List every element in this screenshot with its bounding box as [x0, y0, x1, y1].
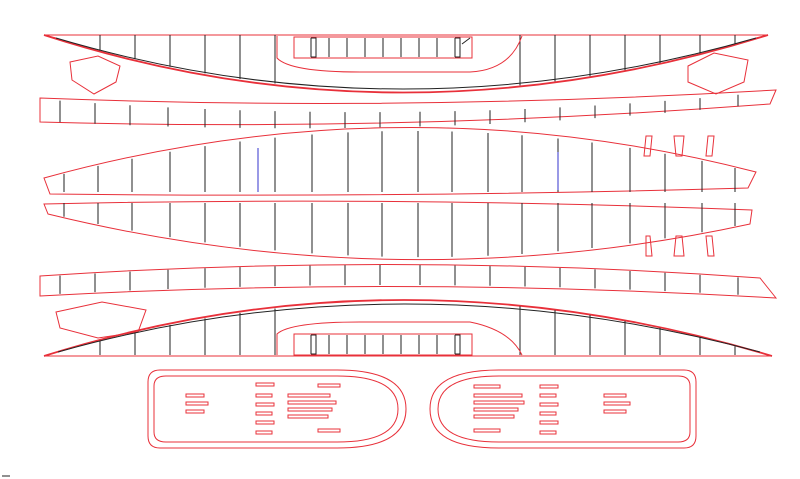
small-tabs: [643, 135, 715, 257]
deck-slot: [255, 430, 273, 435]
deck-slot: [473, 400, 525, 405]
hexagon-outline: [69, 55, 121, 95]
deck-slot: [539, 430, 557, 435]
tab-outline: [705, 135, 715, 157]
deck-slot: [317, 428, 341, 433]
bottom-hull-panel: [43, 299, 773, 357]
lens-outline: [43, 200, 753, 261]
gunwale-outline: [39, 89, 777, 126]
deck-slot: [255, 382, 275, 387]
deck-slot: [539, 411, 557, 416]
deck-slot: [185, 409, 205, 414]
gunwale-outline: [39, 263, 778, 299]
bottom-hull-curve-outer: [43, 299, 773, 357]
deck-slot: [287, 400, 337, 405]
deck-slot: [287, 414, 329, 419]
left-deck-plate: [147, 369, 407, 449]
deck-slot: [539, 402, 559, 407]
hexagon-outline: [687, 52, 749, 95]
bottom-slot-strip: [293, 333, 473, 356]
top-hull-curve-inner: [55, 37, 757, 90]
deck-slot: [473, 428, 501, 433]
tab-outline: [645, 235, 653, 257]
deck-slot: [539, 393, 557, 398]
deck-slot: [539, 384, 559, 389]
left-hexagon-top: [69, 55, 121, 95]
deck-outer-outline: [147, 369, 407, 449]
deck-slot: [185, 393, 205, 398]
bottom-hull-bay-outline: [276, 321, 523, 356]
deck-slot: [255, 402, 275, 407]
tab-outline: [643, 135, 653, 157]
slot-strip-slot: [311, 334, 317, 355]
deck-slot: [603, 401, 631, 406]
slot-strip-diagonal: [461, 37, 471, 45]
deck-slot: [287, 393, 331, 398]
lens-outline: [43, 126, 757, 196]
deck-slot: [603, 409, 627, 414]
deck-slot: [473, 407, 519, 412]
tab-outline: [673, 235, 685, 257]
lower-gunwale-strip: [39, 263, 778, 299]
deck-inner-outline: [153, 375, 399, 443]
deck-slot: [539, 420, 559, 425]
deck-slot: [473, 384, 501, 389]
top-hull-panel: [43, 34, 769, 94]
deck-inner-outline: [437, 375, 691, 443]
slot-strip-slot: [455, 334, 461, 355]
deck-slot: [185, 401, 209, 406]
deck-slot: [255, 411, 273, 416]
slot-strip-slot: [455, 37, 461, 58]
slot-strip-outline: [293, 333, 473, 356]
right-hexagon-top: [687, 52, 749, 95]
tab-outline: [673, 135, 685, 157]
top-hull-bay-outline: [276, 35, 523, 73]
slot-strip-slot: [311, 37, 317, 58]
deck-outer-outline: [429, 369, 697, 449]
deck-slot: [317, 383, 341, 388]
deck-slot: [287, 407, 333, 412]
lower-lens-panel: [43, 200, 753, 261]
top-hull-curve-outer: [43, 34, 769, 94]
deck-slot: [255, 420, 275, 425]
bottom-hull-curve-inner: [57, 303, 761, 353]
top-hull-right-tip: [755, 34, 769, 39]
tab-outline: [705, 235, 715, 257]
slot-strip-outline: [293, 36, 473, 59]
deck-slot: [255, 393, 273, 398]
top-hull-left-tip: [43, 34, 57, 39]
upper-lens-panel: [43, 126, 757, 196]
deck-slot: [603, 393, 627, 398]
top-slot-strip: [293, 36, 473, 59]
upper-gunwale-strip: [39, 89, 777, 129]
deck-slot: [473, 414, 515, 419]
deck-slot: [473, 393, 523, 398]
right-deck-plate: [429, 369, 697, 449]
